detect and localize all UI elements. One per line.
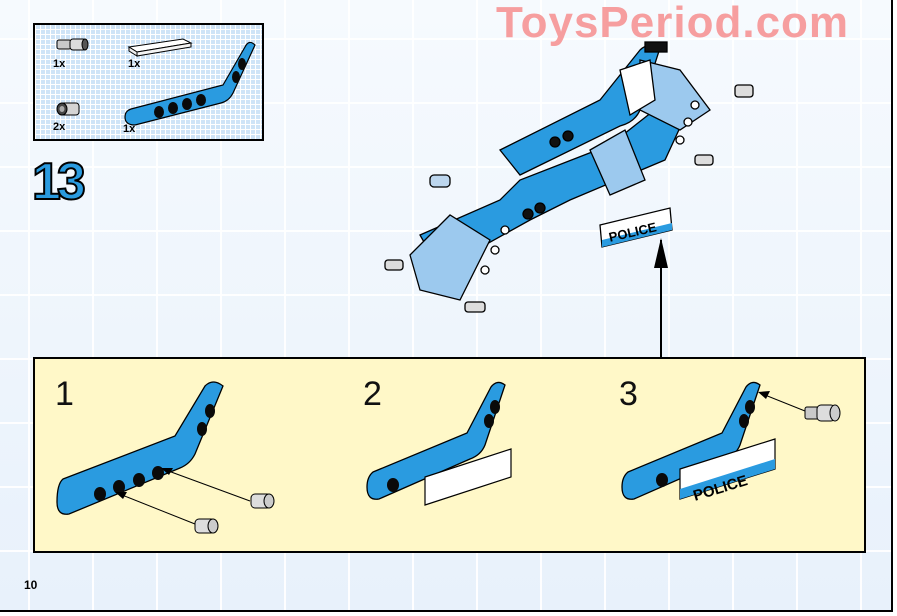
substep-1: 1 (35, 359, 335, 551)
qty-angled-beam: 1x (123, 123, 136, 135)
beam-with-two-pins-illustration (56, 381, 275, 534)
beam-with-white-tile-illustration (366, 381, 512, 506)
watermark: ToysPeriod.com (496, 0, 850, 47)
page-number: 10 (24, 578, 38, 592)
blue-angled-beam-icon (124, 41, 256, 126)
qty-friction-pin: 2x (53, 121, 66, 133)
qty-white-tile: 1x (128, 58, 141, 70)
beam-with-police-tile-illustration: POLICE (621, 381, 841, 505)
substep-2: 2 (335, 359, 615, 551)
step-number: 13 (31, 153, 87, 211)
assembled-model-illustration: POLICE (384, 41, 754, 313)
parts-list-box: 1x 1x 2x 1x (33, 23, 264, 141)
axle-pin-icon (56, 38, 89, 51)
substep-number: 2 (363, 375, 382, 413)
substeps-panel: 1 2 3 (33, 357, 866, 553)
callout-arrow (654, 238, 668, 357)
qty-axle-pin: 1x (53, 58, 66, 70)
substep-number: 3 (619, 375, 638, 413)
friction-pin-icon (56, 102, 80, 116)
substep-number: 1 (55, 375, 74, 413)
white-tile-1x4-icon (127, 38, 193, 57)
substep-3: 3 POLICE (595, 359, 868, 551)
